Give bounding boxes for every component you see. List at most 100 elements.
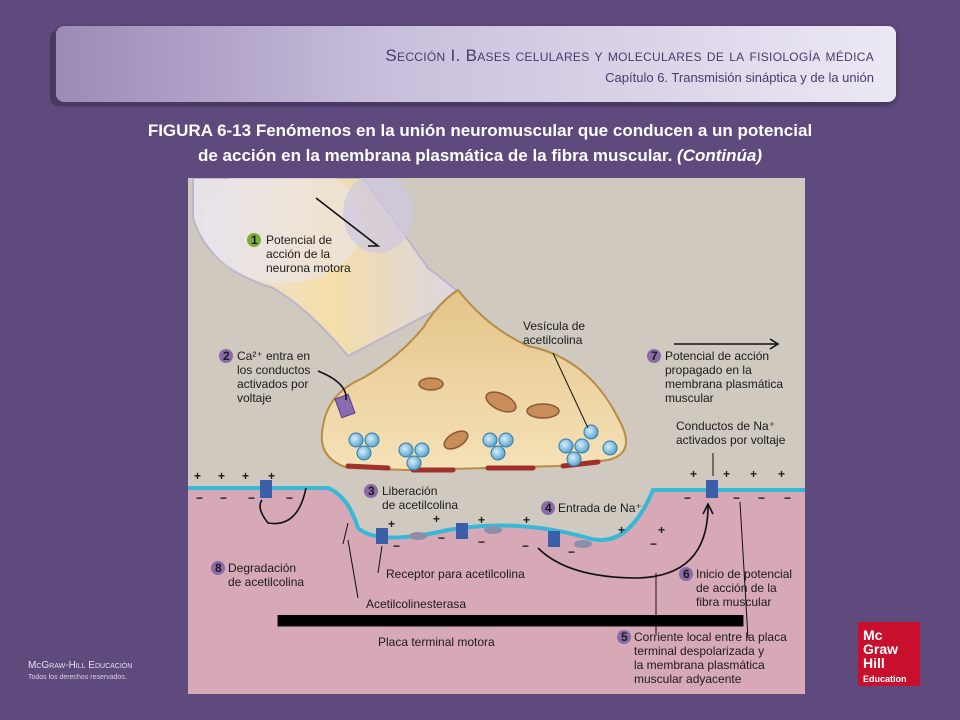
label-step7-l4: muscular [665, 391, 714, 405]
label-step6-l1: Inicio de potencial [696, 567, 792, 581]
step6-badge: 6 [679, 567, 693, 581]
label-step7-l2: propagado en la [665, 363, 752, 377]
svg-text:+: + [218, 469, 225, 483]
label-vesicle-l2: acetilcolina [523, 333, 583, 347]
svg-text:+: + [388, 517, 395, 531]
step5-num: 5 [621, 630, 628, 644]
svg-text:+: + [778, 467, 785, 481]
footer-brand: McGraw-Hill Educación [28, 660, 133, 671]
step1-num: 1 [251, 233, 258, 247]
ach-receptors [376, 523, 560, 547]
label-step1-l3: neurona motora [266, 261, 351, 275]
label-ache: Acetilcolinesterasa [366, 597, 466, 611]
step3-num: 3 [368, 484, 375, 498]
svg-text:−: − [758, 491, 765, 505]
figure-title-continua: (Continúa) [677, 146, 763, 165]
label-na-channels-l2: activados por voltaje [676, 433, 786, 447]
chapter-subtitle: Capítulo 6. Transmisión sináptica y de l… [605, 70, 874, 85]
figure-illustration: ++++ −−−− ++++ −−−− ++++ ++ −−−− −− 1 2 … [188, 178, 805, 694]
pointer-lines [277, 352, 749, 639]
svg-text:+: + [690, 467, 697, 481]
svg-text:−: − [522, 539, 529, 553]
step2-num: 2 [223, 349, 230, 363]
step7-badge: 7 [647, 349, 661, 363]
label-vesicle-l1: Vesícula de [523, 319, 585, 333]
label-step5-l3: la membrana plasmática [634, 658, 765, 672]
svg-text:+: + [523, 513, 530, 527]
svg-text:−: − [393, 539, 400, 553]
label-step5-l4: muscular adyacente [634, 672, 742, 686]
acetylcholinesterase [409, 526, 592, 548]
footer-rights: Todos los derechos reservados. [28, 674, 127, 681]
label-step6-l2: de acción de la [696, 581, 777, 595]
active-zones [345, 459, 601, 473]
svg-text:−: − [196, 491, 203, 505]
na-channel-left [260, 480, 272, 498]
svg-text:+: + [242, 469, 249, 483]
svg-text:−: − [650, 537, 657, 551]
svg-text:−: − [220, 491, 227, 505]
figure-title: FIGURA 6-13 Fenómenos en la unión neurom… [0, 118, 960, 168]
svg-text:−: − [733, 491, 740, 505]
label-motor-plate: Placa terminal motora [378, 635, 495, 649]
svg-text:−: − [286, 491, 293, 505]
step3-badge: 3 [364, 484, 378, 498]
neuromuscular-junction-figure: ++++ −−−− ++++ −−−− ++++ ++ −−−− −− 1 2 … [188, 178, 805, 694]
label-step4-l1: Entrada de Na⁺ [558, 501, 642, 515]
logo-line3: Hill [863, 655, 885, 671]
label-step1-l1: Potencial de [266, 233, 332, 247]
label-step2-l4: voltaje [237, 391, 272, 405]
label-step8-l2: de acetilcolina [228, 575, 304, 589]
figure-title-line1: FIGURA 6-13 Fenómenos en la unión neurom… [147, 121, 813, 140]
label-step8-l1: Degradación [228, 561, 296, 575]
header-bar: Sección I. Bases celulares y moleculares… [56, 26, 896, 102]
figure-title-line2: de acción en la membrana plasmática de l… [197, 146, 673, 165]
svg-text:+: + [478, 513, 485, 527]
svg-text:+: + [723, 467, 730, 481]
label-step5-l2: terminal despolarizada y [634, 644, 764, 658]
step2-badge: 2 [219, 349, 233, 363]
step8-num: 8 [215, 561, 222, 575]
step6-num: 6 [683, 567, 690, 581]
label-na-channels-l1: Conductos de Na⁺ [676, 419, 775, 433]
svg-text:+: + [618, 523, 625, 537]
mitochondria [418, 377, 560, 450]
svg-text:−: − [684, 491, 691, 505]
label-step6-l3: fibra muscular [696, 595, 771, 609]
label-step1-l2: acción de la [266, 247, 330, 261]
acetylcholine-vesicles [348, 424, 618, 471]
mcgraw-hill-logo: Mc Graw Hill Education [858, 622, 920, 686]
label-receptor: Receptor para acetilcolina [386, 567, 525, 581]
step5-badge: 5 [617, 630, 631, 644]
step1-badge: 1 [247, 233, 261, 247]
svg-text:−: − [248, 491, 255, 505]
step8-badge: 8 [211, 561, 225, 575]
svg-text:+: + [194, 469, 201, 483]
label-step7-l1: Potencial de acción [665, 349, 769, 363]
axon-node [343, 178, 413, 253]
label-step7-l3: membrana plasmática [665, 377, 783, 391]
svg-text:+: + [750, 467, 757, 481]
figure-title-line2-wrap: de acción en la membrana plasmática de l… [0, 143, 960, 168]
step7-num: 7 [651, 349, 658, 363]
arrows [259, 197, 780, 579]
label-step2-l1: Ca²⁺ entra en [237, 349, 310, 363]
step4-badge: 4 [541, 501, 555, 515]
label-step5-l1: Corriente local entre la placa [634, 630, 787, 644]
label-step3-l1: Liberación [382, 484, 437, 498]
step4-num: 4 [545, 501, 552, 515]
svg-text:−: − [438, 531, 445, 545]
label-step2-l2: los conductos [237, 363, 310, 377]
muscle-fiber [188, 488, 805, 694]
svg-text:+: + [268, 469, 275, 483]
membrane-charges: ++++ −−−− ++++ −−−− ++++ ++ −−−− −− [194, 467, 791, 559]
section-title: Sección I. Bases celulares y moleculares… [385, 46, 874, 65]
calcium-channel [334, 393, 356, 419]
label-step3-l2: de acetilcolina [382, 498, 458, 512]
logo-line2: Graw [863, 641, 899, 657]
svg-text:−: − [568, 545, 575, 559]
label-step2-l3: activados por [237, 377, 308, 391]
logo-line1: Mc [863, 627, 883, 643]
na-channel-right [706, 480, 718, 498]
svg-text:+: + [433, 512, 440, 526]
